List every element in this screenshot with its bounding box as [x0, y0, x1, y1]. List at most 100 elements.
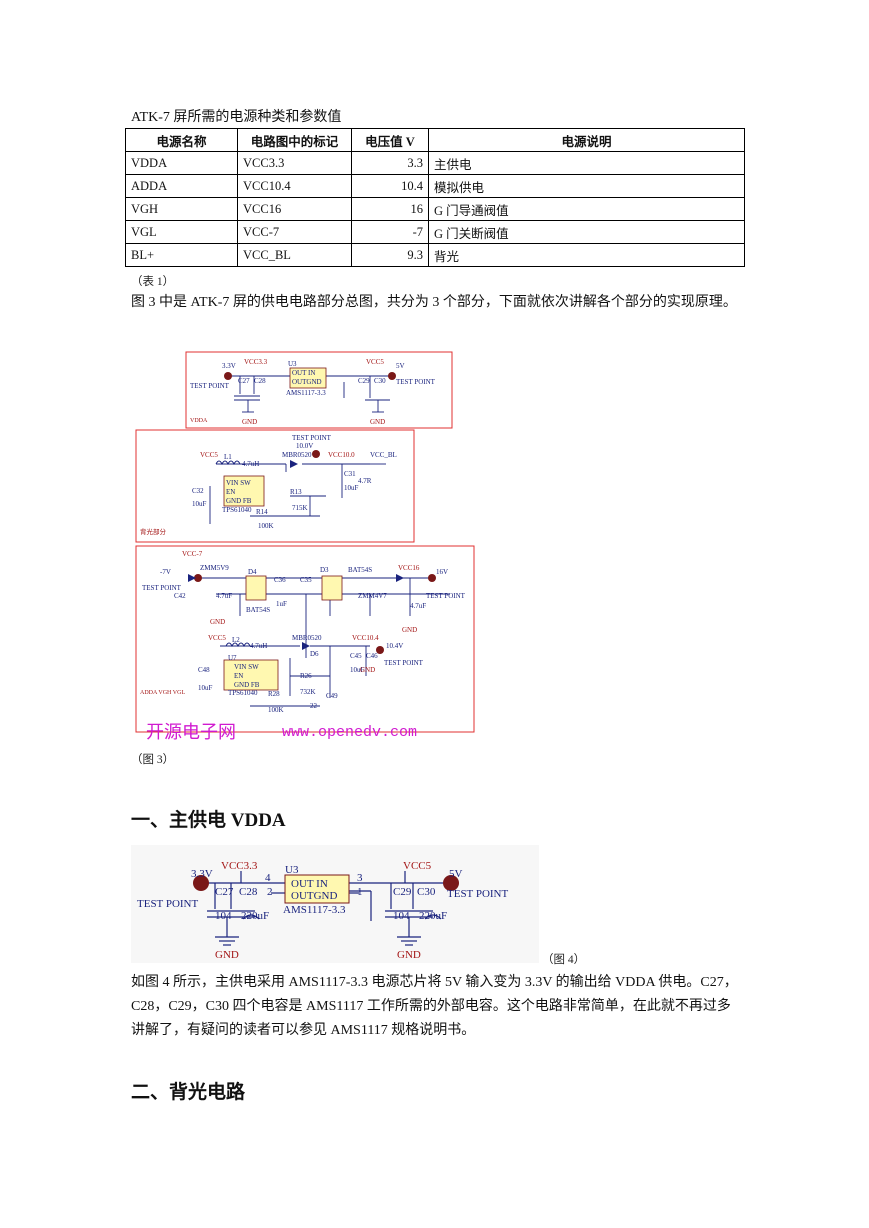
fig4-gnd-right: GND: [397, 949, 421, 961]
table-cell: VGH: [125, 197, 238, 221]
section-1-heading: 一、主供电 VDDA: [131, 810, 286, 831]
fig4-out-in: OUT IN: [291, 878, 328, 890]
fig4-u3: U3: [285, 864, 299, 876]
vdda-schematic: 3.3V VCC3.3 U3 OUT IN OUTGND AMS1117-3.3…: [131, 845, 539, 963]
label-en: EN: [226, 488, 235, 496]
label-c32v: 10uF: [192, 500, 207, 508]
label-c29: C29: [358, 377, 370, 385]
watermark-url: www.openedv.com: [282, 724, 417, 741]
fig4-c27: C27: [215, 886, 234, 898]
table-cell: VDDA: [125, 151, 238, 175]
figure-4-label: （图 4）: [542, 954, 586, 966]
label-ams: AMS1117-3.3: [286, 389, 326, 397]
fig4-220-right: 220uF: [419, 910, 447, 922]
column-header: 电源名称: [125, 128, 238, 152]
table-cell: 10.4: [351, 174, 429, 198]
fig4-pin2: 2: [267, 886, 273, 898]
label-r28v: 100K: [268, 706, 284, 714]
label-r13v: 715K: [292, 504, 308, 512]
table-cell: 模拟供电: [428, 174, 745, 198]
label-r12v: 4.7R: [358, 477, 372, 485]
label-vcc33: VCC3.3: [244, 358, 268, 366]
table-cell: VCC_BL: [237, 243, 352, 267]
fig4-pin1: 1: [357, 886, 363, 898]
fig4-gnd-left: GND: [215, 949, 239, 961]
fig4-test-point-right: TEST POINT: [447, 888, 508, 900]
table-cell: 背光: [428, 243, 745, 267]
label-16v: 16V: [436, 568, 448, 576]
label-bat: BAT54S: [246, 606, 270, 614]
label-5v: 5V: [396, 362, 405, 370]
label-c42: C42: [174, 592, 186, 600]
label-r26v: 732K: [300, 688, 316, 696]
intro-paragraph: 图 3 中是 ATK-7 屏的供电电路部分总图，共分为 3 个部分，下面就依次讲…: [131, 295, 737, 310]
label-d4: D4: [248, 568, 257, 576]
label-vccm7: VCC-7: [182, 550, 203, 558]
label-c28: C28: [254, 377, 266, 385]
label-r28: R28: [268, 690, 280, 698]
table-row: VDDA VCC3.3 3.3 主供电: [125, 151, 745, 175]
label-m7v: -7V: [160, 568, 171, 576]
label-c45v: 10uF: [350, 666, 365, 674]
table-header-row: 电源名称 电路图中的标记 电压值 V 电源说明: [125, 128, 745, 152]
fig4-220-left: 220uF: [241, 910, 269, 922]
label-vcc5-c: VCC5: [208, 634, 226, 642]
label-c1uf: 1uF: [276, 600, 287, 608]
label-vcc5: VCC5: [366, 358, 384, 366]
table-cell: VCC10.4: [237, 174, 352, 198]
label-10v: 10.0V: [296, 442, 313, 450]
label-l2v: 4.7uH: [250, 642, 267, 650]
fig4-c29: C29: [393, 886, 412, 898]
fig4-vcc33: VCC3.3: [221, 860, 258, 872]
label-c32: C32: [192, 487, 204, 495]
label-bat2: BAT54S: [348, 566, 372, 574]
label-c48v: 10uF: [198, 684, 213, 692]
table-cell: VCC16: [237, 197, 352, 221]
table-cell: BL+: [125, 243, 238, 267]
label-r14v: 100K: [258, 522, 274, 530]
column-header: 电压值 V: [351, 128, 429, 152]
label-c31: C31: [344, 470, 356, 478]
fig4-c30: C30: [417, 886, 436, 898]
label-d6: D6: [310, 650, 319, 658]
fig4-pin4: 4: [265, 872, 271, 884]
label-mbr2: MBR0520: [292, 634, 322, 642]
label-c30: C30: [374, 377, 386, 385]
label-out-in: OUT IN: [292, 369, 315, 377]
label-tps-2: TPS61040: [228, 689, 258, 697]
fig4-outgnd: OUTGND: [291, 890, 337, 902]
label-u7: U7: [228, 654, 237, 662]
fig4-pin3: 3: [357, 872, 363, 884]
table-row: BL+ VCC_BL 9.3 背光: [125, 243, 745, 267]
label-c46: C46: [366, 652, 378, 660]
block-label-adda: ADDA VGH VGL: [140, 690, 185, 696]
label-c36: C36: [274, 576, 286, 584]
power-schematic-overview: 3.3V VCC3.3 U3 OUT IN OUTGND AMS1117-3.3…: [130, 346, 482, 742]
label-c45: C45: [350, 652, 362, 660]
label-test-point-5: TEST POINT: [426, 592, 466, 600]
label-gnd-3: GND: [210, 618, 225, 626]
table-cell: 9.3: [351, 243, 429, 267]
table-label: （表 1）: [131, 276, 175, 288]
label-r26: R26: [300, 672, 312, 680]
fig4-ams: AMS1117-3.3: [283, 904, 346, 916]
label-c49v: 22: [310, 702, 318, 710]
table-cell: G 门导通阀值: [428, 197, 745, 221]
label-gnd-fb-2: GND FB: [234, 681, 260, 689]
label-104v: 10.4V: [386, 642, 403, 650]
label-vin-sw-2: VIN SW: [234, 663, 259, 671]
table-cell: 3.3: [351, 151, 429, 175]
block-label-vdda: VDDA: [190, 418, 208, 424]
table-row: VGH VCC16 16 G 门导通阀值: [125, 197, 745, 221]
label-c31v: 10uF: [344, 484, 359, 492]
table-cell: ADDA: [125, 174, 238, 198]
table-cell: VCC-7: [237, 220, 352, 244]
label-mbr: MBR0520: [282, 451, 312, 459]
label-gnd-fb: GND FB: [226, 497, 252, 505]
label-r13: R13: [290, 488, 302, 496]
label-c27: C27: [238, 377, 250, 385]
section-2-heading: 二、背光电路: [131, 1082, 246, 1103]
label-c35: C35: [300, 576, 312, 584]
label-vcc104: VCC10.4: [352, 634, 379, 642]
label-r14: R14: [256, 508, 268, 516]
